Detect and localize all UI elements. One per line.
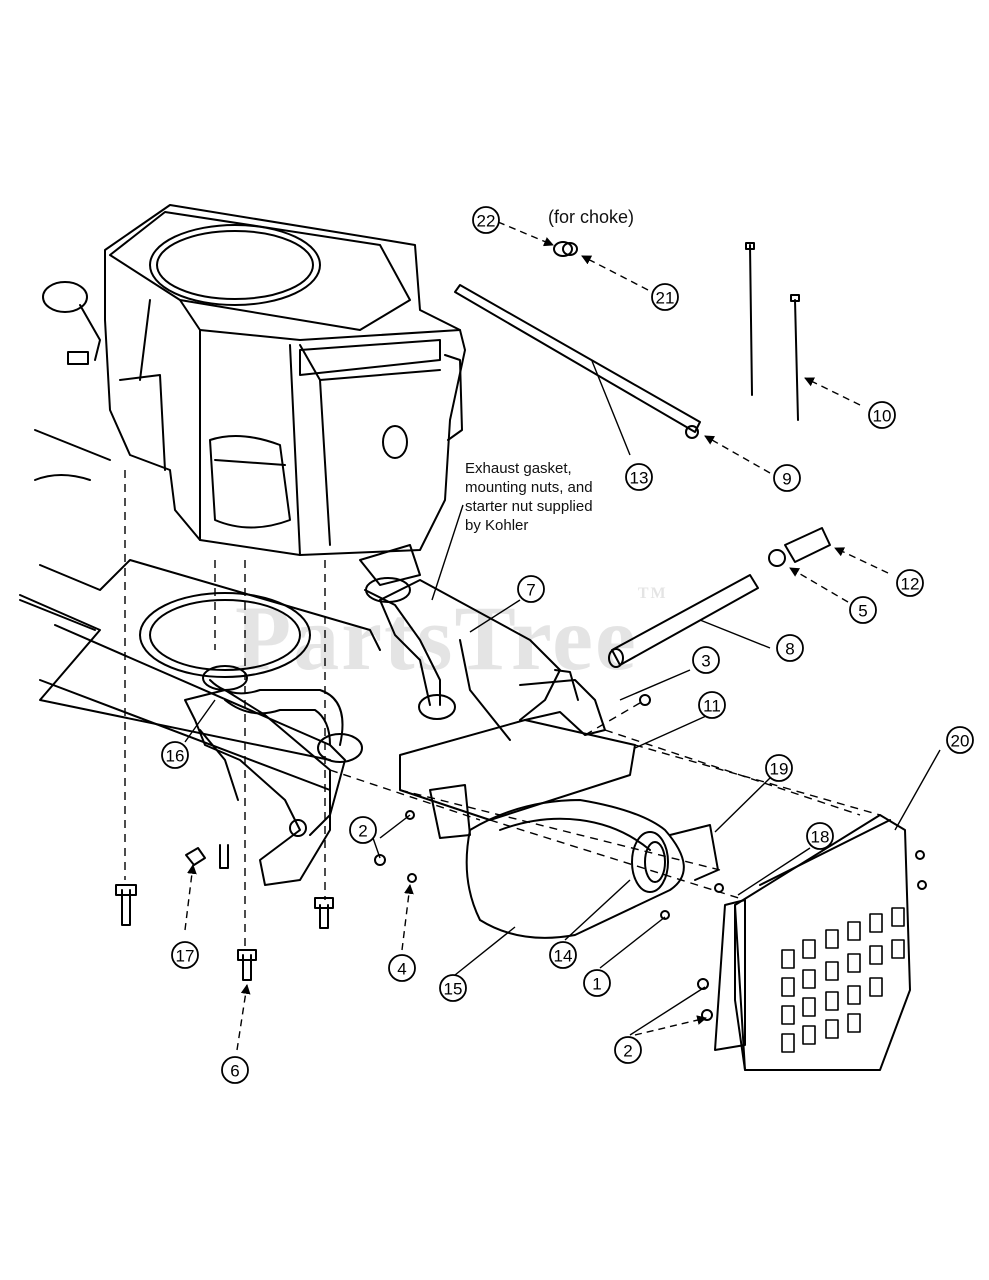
choke-note: (for choke) [548, 207, 635, 227]
callout-6: 6 [221, 1056, 249, 1084]
callout-7: 7 [517, 575, 545, 603]
svg-text:7: 7 [526, 581, 535, 600]
clip-9 [685, 425, 699, 439]
leader-lines [184, 221, 889, 1051]
callout-20: 20 [946, 726, 974, 754]
svg-text:11: 11 [703, 697, 721, 716]
fitting-12 [768, 527, 831, 567]
assembly-lines [124, 470, 881, 950]
svg-text:13: 13 [630, 469, 649, 488]
svg-text:2: 2 [358, 822, 367, 841]
svg-text:10: 10 [873, 407, 892, 426]
svg-text:15: 15 [444, 980, 463, 999]
tube-8 [608, 574, 759, 668]
svg-text:4: 4 [397, 960, 406, 979]
callout-1: 1 [583, 969, 611, 997]
callout-12: 12 [896, 569, 924, 597]
svg-text:6: 6 [230, 1062, 239, 1081]
svg-text:16: 16 [166, 747, 185, 766]
svg-text:20: 20 [951, 732, 970, 751]
svg-text:18: 18 [811, 828, 830, 847]
muffler-end-cap-14 [631, 824, 719, 893]
heat-shield-11 [399, 719, 636, 821]
callouts: 22 21 10 13 9 12 7 5 8 3 11 20 16 19 2 1… [161, 206, 974, 1084]
callout-14: 14 [549, 941, 577, 969]
grille-20 [714, 814, 911, 1071]
svg-text:9: 9 [782, 470, 791, 489]
callout-22: 22 [472, 206, 500, 234]
callout-10: 10 [868, 401, 896, 429]
callout-17: 17 [171, 941, 199, 969]
svg-text:3: 3 [701, 652, 710, 671]
callout-16: 16 [161, 741, 189, 769]
callout-21: 21 [651, 283, 679, 311]
nut-21-washer-22 [553, 241, 578, 257]
solid-leaders [184, 360, 941, 1036]
callout-19: 19 [765, 754, 793, 782]
callout-9: 9 [773, 464, 801, 492]
exhaust-pipe-assembly [202, 544, 456, 763]
svg-text:19: 19 [770, 760, 789, 779]
callout-15: 15 [439, 974, 467, 1002]
watermark-text: PartsTree [235, 587, 638, 689]
dipstick-handle [42, 281, 101, 365]
callout-13: 13 [625, 463, 653, 491]
callout-11: 11 [698, 691, 726, 719]
rod-13 [454, 284, 701, 433]
callout-5: 5 [849, 596, 877, 624]
muffler-15 [429, 784, 685, 939]
svg-text:22: 22 [477, 212, 496, 231]
svg-text:8: 8 [785, 640, 794, 659]
callout-4: 4 [388, 954, 416, 982]
engine-illustration [104, 204, 466, 556]
partstree-watermark: PartsTreeTM [235, 585, 668, 691]
callout-2-lower: 2 [614, 1036, 642, 1064]
callout-2-upper: 2 [349, 816, 377, 844]
svg-text:21: 21 [656, 289, 675, 308]
callout-18: 18 [806, 822, 834, 850]
callout-3: 3 [692, 646, 720, 674]
callout-8: 8 [776, 634, 804, 662]
watermark-trademark: TM [637, 585, 668, 602]
svg-text:12: 12 [901, 575, 920, 594]
svg-text:2: 2 [623, 1042, 632, 1061]
exhaust-gasket-note: Exhaust gasket, mounting nuts, and start… [465, 460, 593, 534]
tractor-frame [19, 429, 561, 886]
svg-text:5: 5 [858, 602, 867, 621]
bolts [115, 694, 927, 1021]
svg-text:1: 1 [592, 975, 601, 994]
cables-10 [745, 242, 800, 421]
svg-text:17: 17 [176, 947, 195, 966]
svg-text:14: 14 [554, 947, 573, 966]
